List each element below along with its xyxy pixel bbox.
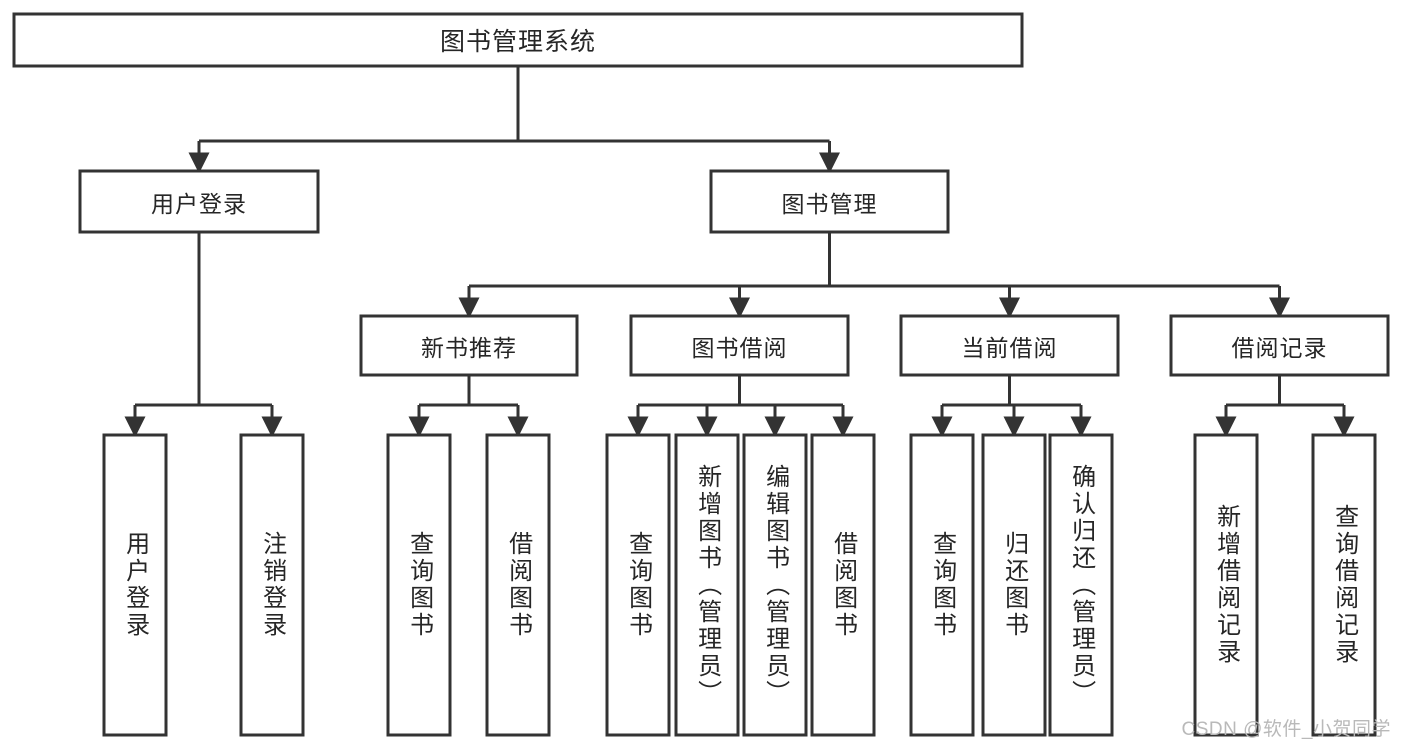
node-box-borrow-record[interactable]: [1169, 314, 1390, 377]
edge-layer: [124, 66, 1355, 438]
node-box-leaf-user-login[interactable]: [102, 433, 168, 737]
node-box-leaf-borrow-book-1[interactable]: [485, 433, 551, 737]
box-layer: [12, 12, 1390, 737]
node-box-user-login[interactable]: [78, 169, 320, 234]
node-box-new-book-rec[interactable]: [359, 314, 579, 377]
node-box-leaf-query-book-1[interactable]: [386, 433, 452, 737]
node-box-leaf-confirm-return[interactable]: [1048, 433, 1114, 737]
node-box-leaf-query-record[interactable]: [1311, 433, 1377, 737]
node-box-leaf-add-book[interactable]: [674, 433, 740, 737]
node-box-leaf-borrow-book-2[interactable]: [810, 433, 876, 737]
node-box-root[interactable]: [12, 12, 1024, 68]
node-box-leaf-return-book[interactable]: [981, 433, 1047, 737]
node-box-leaf-query-book-2[interactable]: [605, 433, 671, 737]
node-box-leaf-logout[interactable]: [239, 433, 305, 737]
node-box-book-borrow[interactable]: [629, 314, 850, 377]
node-box-book-manage[interactable]: [709, 169, 950, 234]
node-box-leaf-query-book-3[interactable]: [909, 433, 975, 737]
node-box-current-borrow[interactable]: [899, 314, 1120, 377]
node-box-leaf-edit-book[interactable]: [742, 433, 808, 737]
node-box-leaf-add-record[interactable]: [1193, 433, 1259, 737]
watermark: CSDN @软件_小贺同学: [1181, 719, 1391, 740]
